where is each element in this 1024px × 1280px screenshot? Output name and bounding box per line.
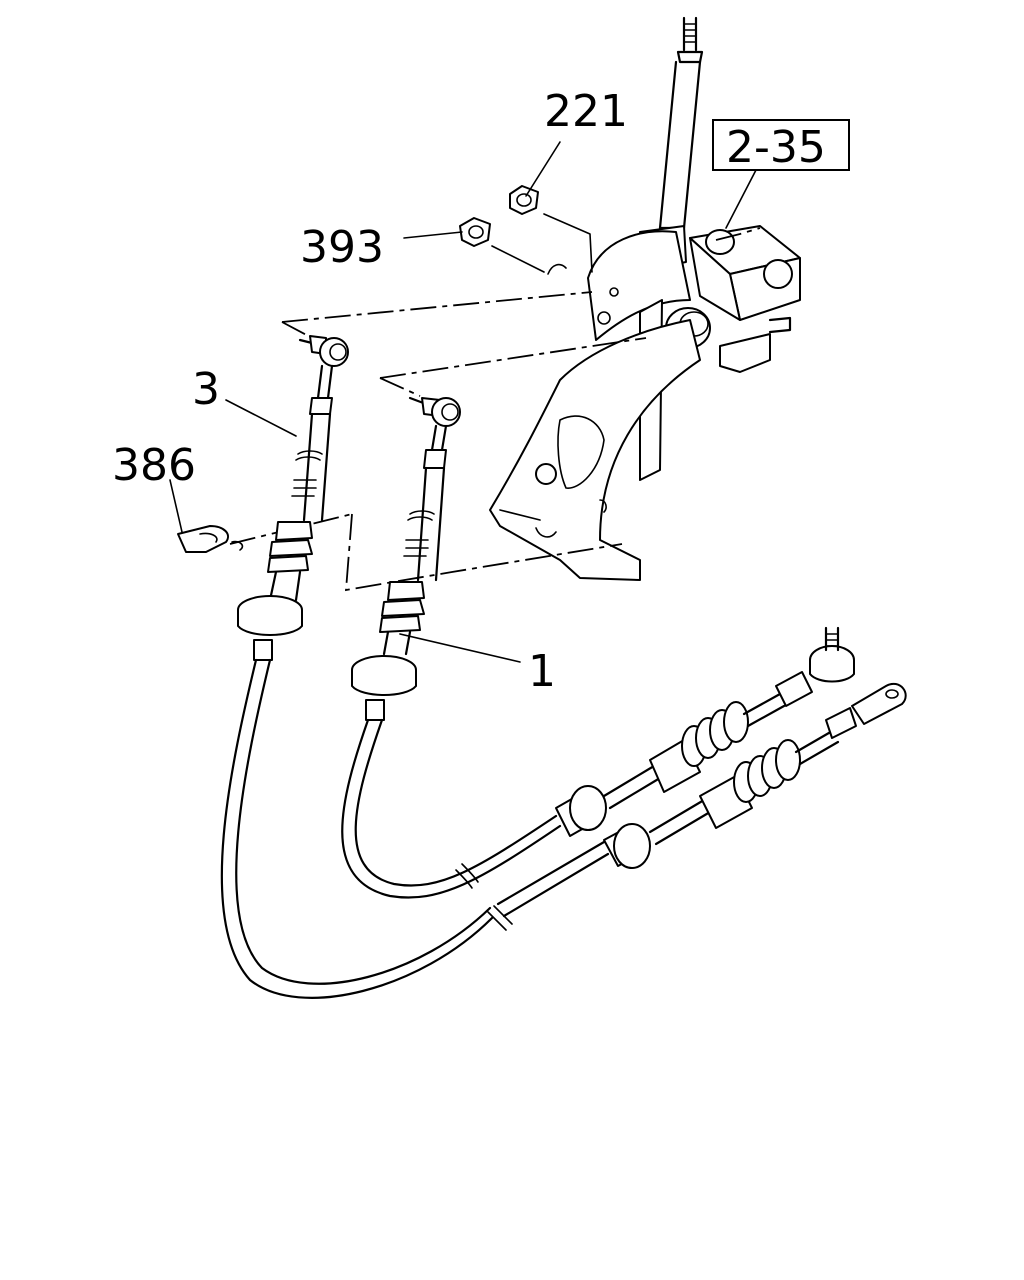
shift-lever-assembly [587, 16, 801, 481]
callout-386: 386 [112, 440, 196, 491]
callout-1: 1 [528, 646, 556, 697]
callout-leaders [169, 141, 757, 663]
nut-393 [459, 217, 567, 275]
cable-1 [341, 396, 855, 899]
nut-221 [509, 185, 593, 273]
clip-386 [177, 525, 244, 553]
cable-3 [220, 335, 907, 999]
callout-2-35: 2-35 [726, 122, 826, 173]
reference-box-2-35 [712, 119, 850, 171]
callout-3: 3 [192, 364, 220, 415]
callout-393: 393 [300, 222, 384, 273]
callout-221: 221 [544, 86, 628, 137]
base-bracket [489, 319, 701, 581]
